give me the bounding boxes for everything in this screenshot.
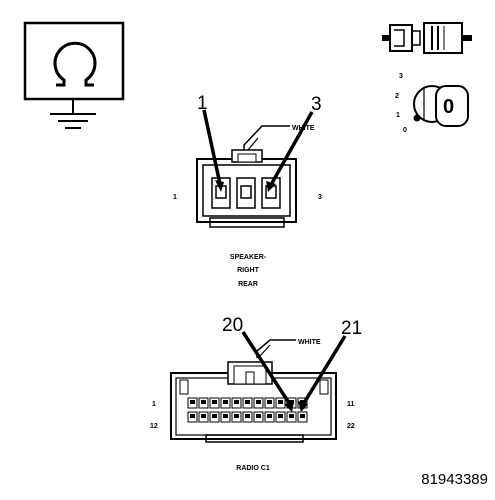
radio-pin-cavity [198, 411, 209, 423]
connector-disconnect-icon [382, 22, 472, 54]
ignition-off-icon: 3 2 1 0 0 [395, 73, 469, 134]
speaker-connector: WHITE 1 3 1 3 SPEAKER- RIGHT REAR [173, 93, 322, 288]
radio-row1-start-label: 1 [152, 401, 156, 408]
speaker-name-line2: RIGHT [237, 267, 260, 274]
radio-pin-cavity [187, 397, 198, 409]
radio-pin-cavity [253, 397, 264, 409]
radio-color-label: WHITE [298, 339, 321, 346]
speaker-side-left-label: 1 [173, 194, 177, 201]
radio-pin-cavity [209, 397, 220, 409]
ignition-pos-0-label: 0 [403, 127, 407, 134]
speaker-callout-left: 1 [197, 93, 208, 114]
ignition-pos-2-label: 2 [395, 93, 399, 100]
radio-pin-cavity [231, 411, 242, 423]
radio-pin-cavity [242, 411, 253, 423]
radio-callout-right: 21 [341, 318, 362, 339]
radio-pin-grid [187, 397, 308, 423]
ignition-key-face-label: 0 [443, 96, 454, 118]
speaker-cavity-2 [236, 177, 256, 209]
radio-pin-cavity [286, 411, 297, 423]
radio-pin-cavity [253, 411, 264, 423]
radio-row2-start-label: 12 [150, 423, 158, 430]
radio-pin-cavity [220, 397, 231, 409]
radio-pin-cavity [198, 397, 209, 409]
radio-callout-left: 20 [222, 315, 243, 336]
radio-pin-cavity [275, 397, 286, 409]
radio-connector-name: RADIO C1 [236, 465, 270, 472]
ohmmeter-ground-icon [23, 21, 125, 129]
radio-pin-cavity [220, 411, 231, 423]
radio-row2-end-label: 22 [347, 423, 355, 430]
ignition-pos-1-label: 1 [396, 112, 400, 119]
radio-pin-cavity [231, 397, 242, 409]
radio-pin-cavity [264, 411, 275, 423]
speaker-name-line1: SPEAKER- [230, 254, 267, 261]
speaker-cavity-3 [261, 177, 281, 209]
radio-pin-cavity [297, 411, 308, 423]
radio-pin-cavity [209, 411, 220, 423]
figure-number: 81943389 [421, 471, 488, 488]
speaker-side-right-label: 3 [318, 194, 322, 201]
radio-pin-cavity [242, 397, 253, 409]
radio-row1-end-label: 11 [347, 401, 355, 408]
speaker-callout-right: 3 [311, 94, 322, 115]
radio-pin-cavity [187, 411, 198, 423]
speaker-name-line3: REAR [238, 281, 258, 288]
radio-connector: WHITE 20 21 1 11 12 22 RADIO C1 [150, 315, 362, 472]
ignition-pos-3-label: 3 [399, 73, 403, 80]
radio-pin-cavity [275, 411, 286, 423]
radio-pin-cavity [264, 397, 275, 409]
